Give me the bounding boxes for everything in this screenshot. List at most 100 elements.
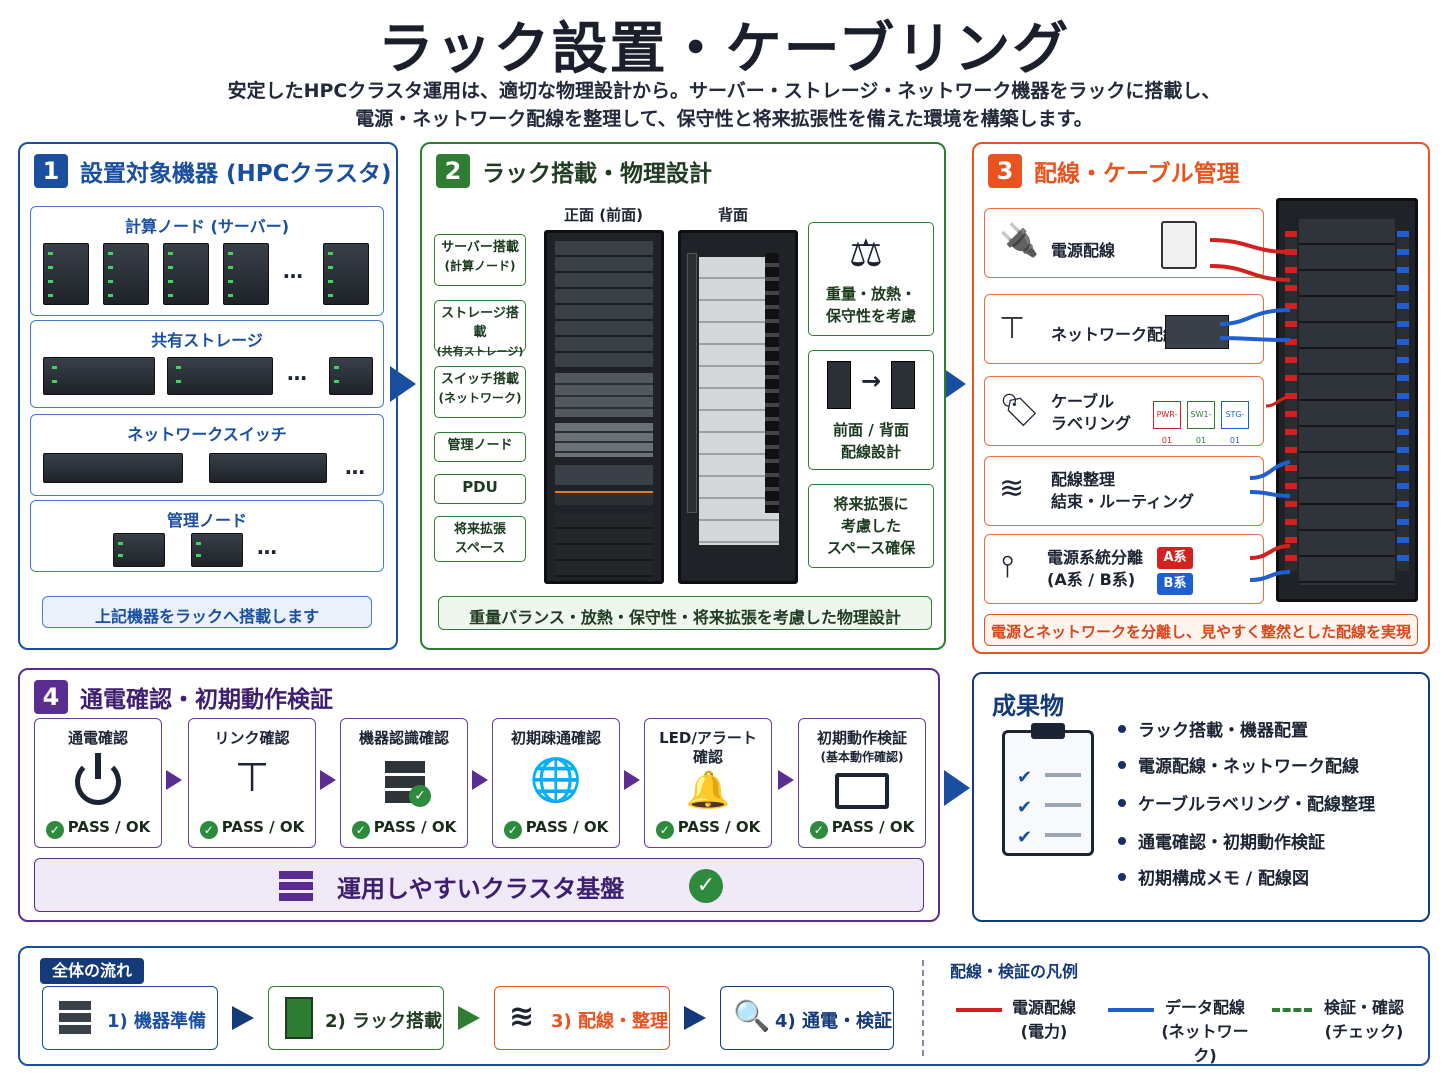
arrow-right-icon — [778, 770, 794, 790]
deliverable-item: 初期構成メモ / 配線図 — [1118, 864, 1309, 889]
rack-blank-space — [555, 513, 653, 577]
section-1-title: 設置対象機器 (HPCクラスタ) — [80, 161, 392, 187]
compute-node-label: 計算ノード (サーバー) — [124, 217, 290, 236]
section-3-number: 3 — [988, 154, 1022, 188]
storage-unit-icon — [329, 357, 373, 395]
legend-power: 電源配線(電力) — [1011, 998, 1076, 1041]
server-icon — [323, 243, 369, 305]
step-power-check: 通電確認 ✓PASS / OK — [34, 718, 162, 848]
legend-data: データ配線(ネットワーク) — [1161, 998, 1249, 1065]
rack-storage-units — [555, 373, 653, 417]
rack-back-label: 背面 — [718, 206, 749, 224]
step-device-recognition: 機器認識確認 ✓ ✓PASS / OK — [340, 718, 468, 848]
arrow-right-icon — [232, 1006, 254, 1030]
tag-server-mount: サーバー搭載(計算ノード) — [434, 234, 526, 286]
pdu-strip-left — [687, 253, 697, 513]
page-title: ラック設置・ケーブリング — [377, 17, 1071, 82]
wired-rack-units — [1299, 219, 1395, 585]
flow-step-wiring: ≋ 3) 配線・整理 — [494, 986, 670, 1050]
pdu-strip-right — [765, 253, 779, 513]
storage-array-icon — [167, 357, 273, 395]
rack-front — [544, 230, 664, 584]
rack-data-cables — [1397, 231, 1409, 571]
rack-switch-units — [555, 423, 653, 457]
step-link-check: リンク確認 ⊤ ✓PASS / OK — [188, 718, 316, 848]
monitor-chart-icon — [835, 773, 889, 809]
cable-bundle-icon: ≋ — [509, 999, 535, 1034]
bell-icon: 🔔 — [685, 770, 731, 811]
rack-back — [678, 230, 798, 584]
label-tag-pwr: PWR-01 — [1153, 401, 1181, 445]
legend-title: 配線・検証の凡例 — [950, 962, 1079, 981]
tag-switch-mount: スイッチ搭載(ネットワーク) — [434, 366, 526, 418]
rack-server-units — [555, 241, 653, 369]
legend-verify: 検証・確認(チェック) — [1323, 998, 1404, 1041]
legend-line-verify — [1272, 1008, 1312, 1012]
deliverable-item: 通電確認・初期動作検証 — [1118, 828, 1325, 853]
network-tree-icon: ⊤ — [999, 311, 1026, 346]
legend-line-data — [1108, 1008, 1154, 1012]
cable-lines — [1210, 238, 1290, 582]
switch-label: ネットワークスイッチ — [127, 425, 287, 444]
compute-node-group: 計算ノード (サーバー) … — [30, 206, 384, 316]
rack-icon — [285, 997, 313, 1039]
flow-step-rack: 2) ラック搭載 — [268, 986, 444, 1050]
label-tag-sw: SW1-01 — [1187, 401, 1215, 445]
arrow-right-icon — [458, 1006, 480, 1030]
power-outlet-icon — [1161, 221, 1197, 269]
network-tree-icon: ⊤ — [234, 755, 270, 801]
more-dots: … — [287, 361, 307, 385]
mgmt-node-group: 管理ノード … — [30, 500, 384, 572]
deliverable-item: ケーブルラベリング・配線整理 — [1118, 790, 1375, 815]
flow-step-prepare: 1) 機器準備 — [42, 986, 218, 1050]
power-icon — [75, 759, 121, 805]
subtitle-line-2: 電源・ネットワーク配線を整理して、保守性と将来拡張性を備えた環境を構築します。 — [355, 108, 1093, 130]
deliverables-title: 成果物 — [992, 692, 1064, 720]
network-wiring-box: ⊤ ネットワーク配線 — [984, 294, 1264, 364]
mgmt-node-label: 管理ノード — [166, 511, 247, 530]
server-stack-icon — [59, 1001, 91, 1035]
storage-label: 共有ストレージ — [151, 331, 263, 350]
section-2-footer: 重量バランス・放熱・保守性・将来拡張を考慮した物理設計 — [438, 596, 932, 630]
server-stack-icon — [279, 871, 313, 901]
deliverable-item: 電源配線・ネットワーク配線 — [1118, 752, 1359, 777]
rack-front-icon — [827, 361, 851, 409]
network-switch-icon — [43, 453, 183, 483]
divider — [922, 960, 924, 1056]
rack-back-icon — [891, 361, 915, 409]
scale-icon: ⚖ — [849, 231, 884, 275]
arrow-right-icon: → — [861, 367, 882, 395]
section-4-footer: 運用しやすいクラスタ基盤 ✓ — [34, 858, 924, 912]
flow-step-verify: 🔍 4) 通電・検証 — [720, 986, 894, 1050]
server-icon — [163, 243, 209, 305]
power-ab-box: ⫯ 電源系統分離(A系 / B系) A系 B系 — [984, 534, 1264, 604]
power-wiring-box: 🔌 電源配線 — [984, 208, 1264, 278]
label-tag-stg: STG-01 — [1221, 401, 1249, 445]
power-icon-bar — [95, 753, 101, 779]
server-icon — [103, 243, 149, 305]
cable-bundle-icon: ≋ — [999, 471, 1025, 506]
section-1-number: 1 — [34, 154, 68, 188]
rack-mgmt-unit — [555, 465, 653, 485]
rack-front-label: 正面 (前面) — [564, 206, 643, 224]
rack-pdu-unit — [555, 491, 653, 505]
storage-group: 共有ストレージ … — [30, 320, 384, 408]
tag-mgmt-node: 管理ノード — [434, 432, 526, 462]
mgmt-server-icon — [191, 533, 243, 567]
arrow-right-icon — [320, 770, 336, 790]
network-switch-icon — [209, 453, 327, 483]
globe-icon: 🌐 — [529, 755, 583, 804]
switch-ports-icon — [1165, 315, 1229, 349]
clipboard-icon: ✔✔✔ — [1002, 723, 1094, 856]
server-icon — [43, 243, 89, 305]
section-4-title: 通電確認・初期動作検証 — [80, 687, 333, 713]
arrow-right-icon — [166, 770, 182, 790]
tag-icon: 🏷 — [999, 391, 1040, 429]
note-weight-heat: ⚖ 重量・放熱・保守性を考慮 — [808, 222, 934, 336]
step-initial-operation: 初期動作検証(基本動作確認) ✓PASS / OK — [798, 718, 926, 848]
subtitle-line-1: 安定したHPCクラスタ運用は、適切な物理設計から。サーバー・ストレージ・ネットワ… — [227, 80, 1221, 102]
power-split-icon: ⫯ — [1001, 549, 1015, 584]
more-dots: … — [283, 259, 303, 283]
tag-future-space: 将来拡張スペース — [434, 516, 526, 562]
